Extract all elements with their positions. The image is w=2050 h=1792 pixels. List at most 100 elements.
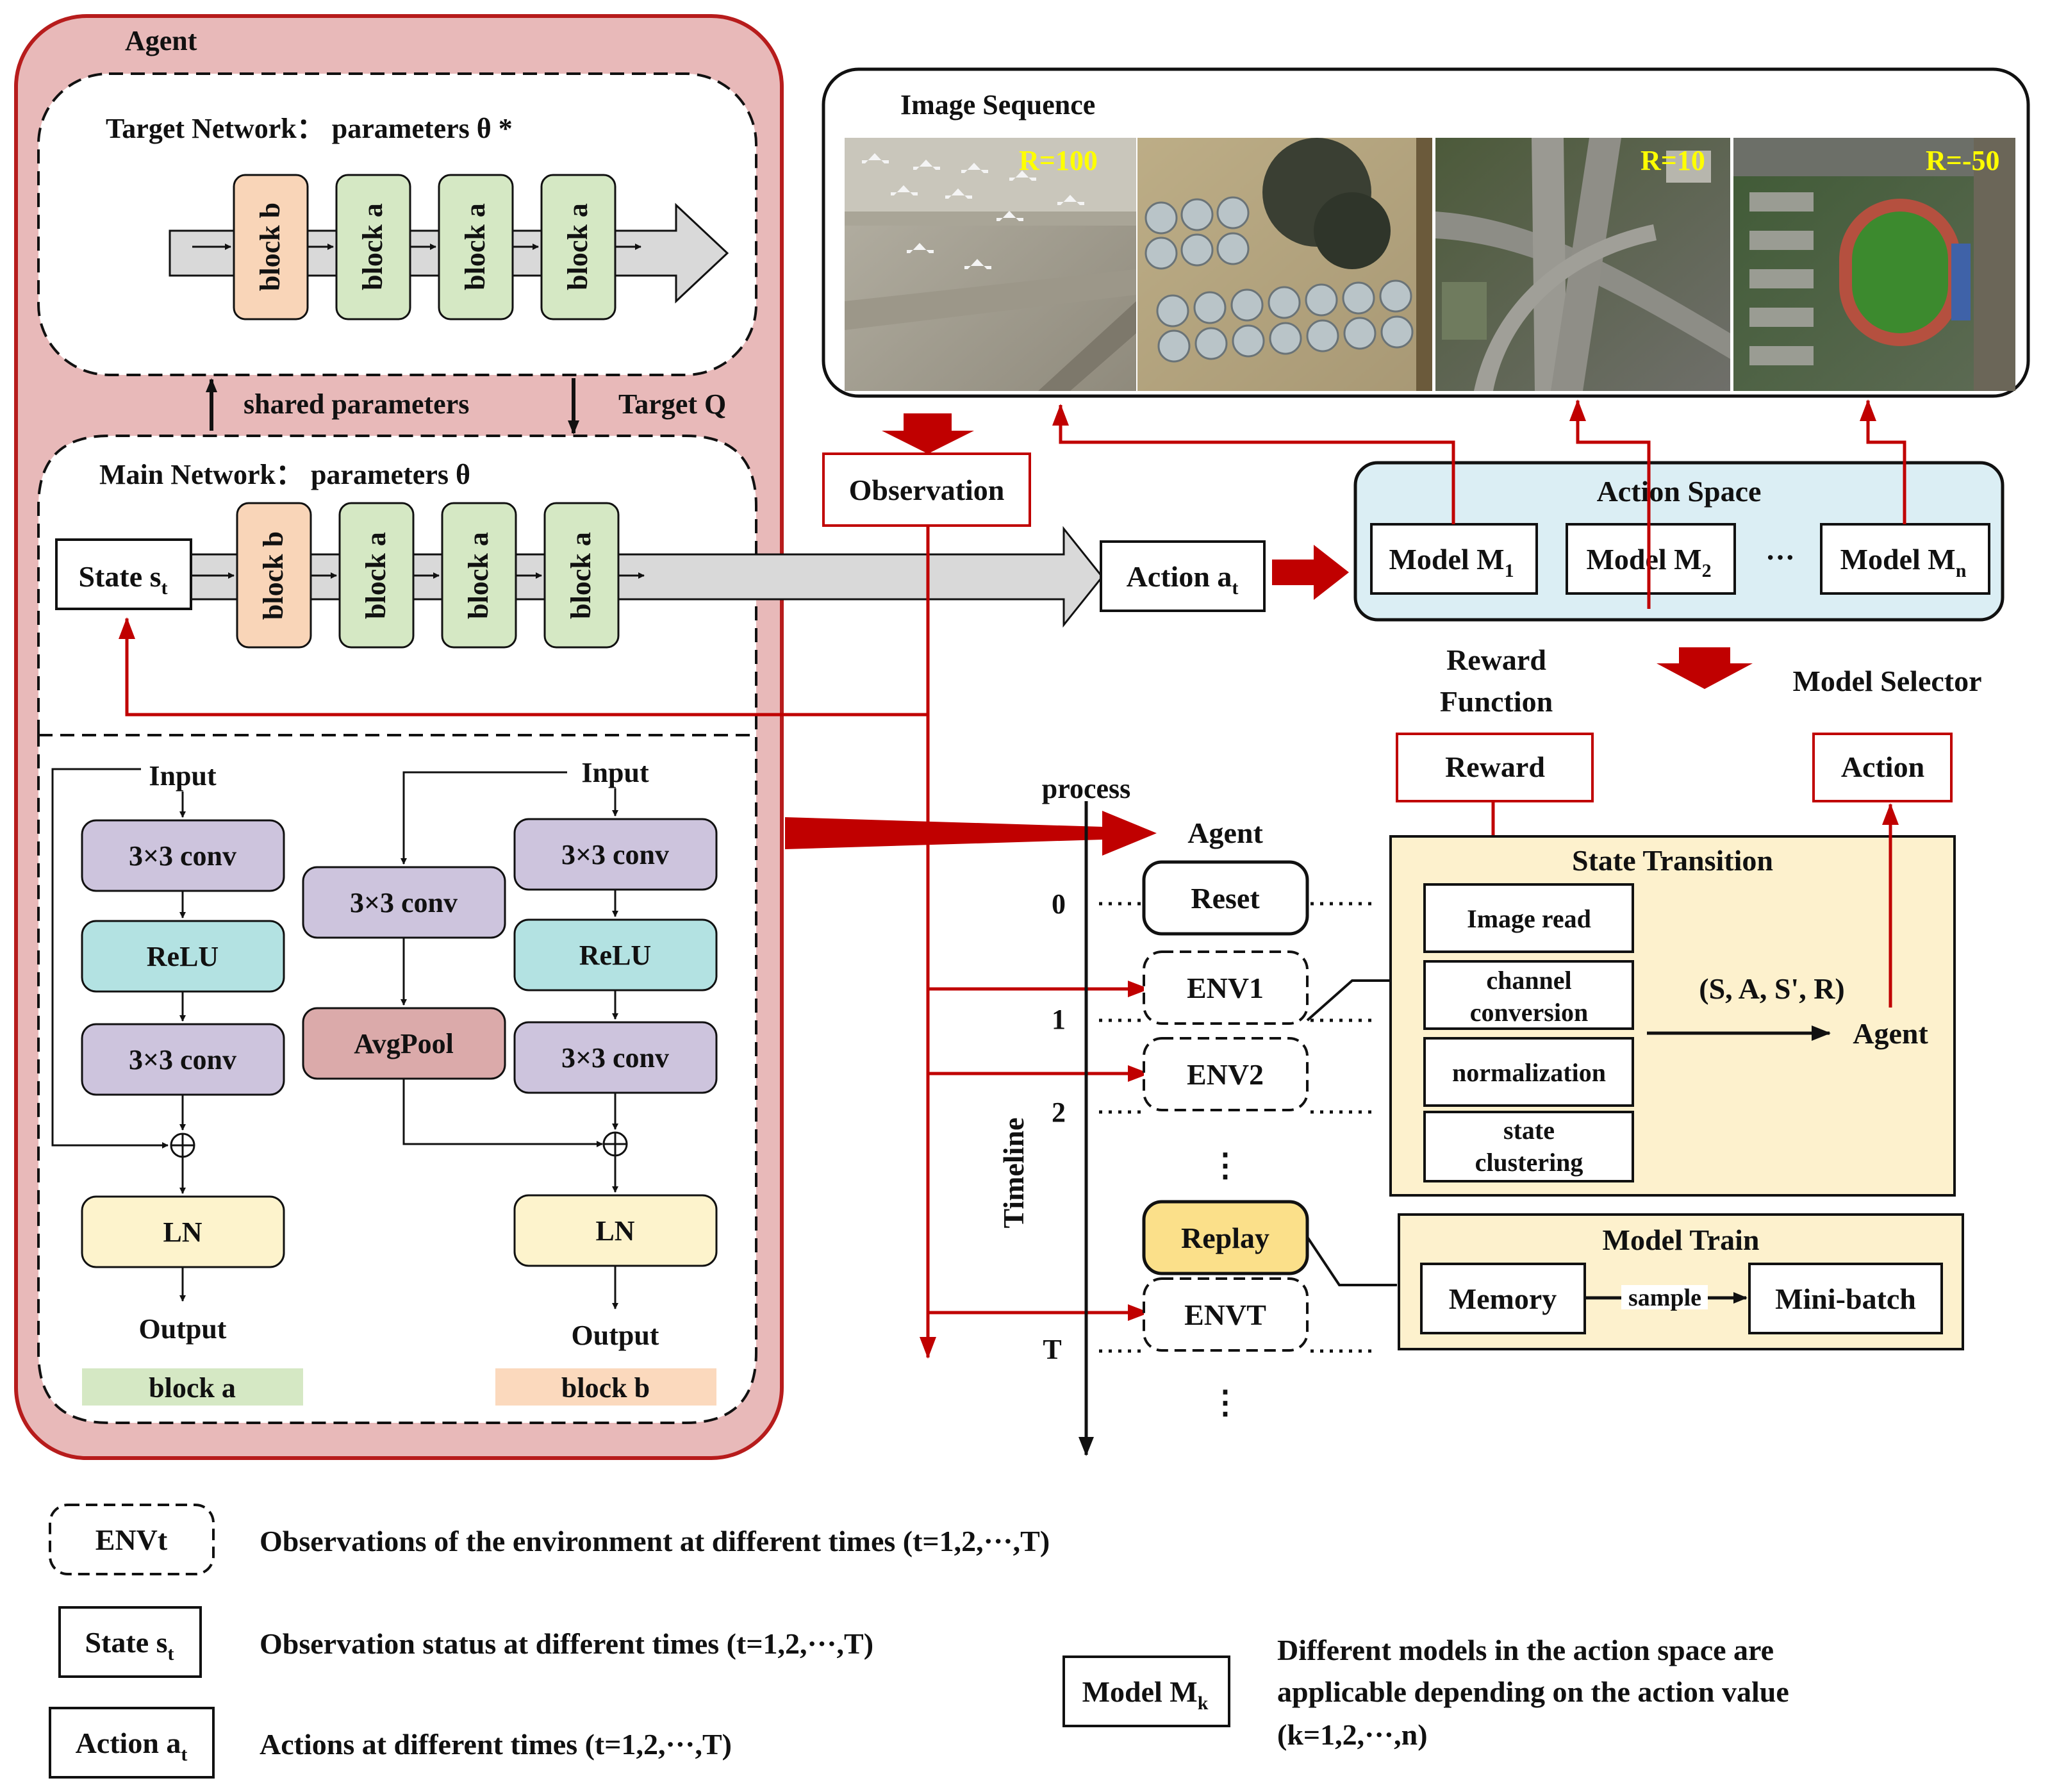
legend-model-box [1062,1655,1230,1727]
replay-to-train-line [1306,1236,1397,1286]
model-selector-label: Model Selector [1792,665,1981,697]
legend-state-desc: Observation status at different times (t… [260,1627,873,1660]
state-transition-title: State Transition [1572,844,1773,877]
process-big-arrow [785,811,1157,856]
block-b-detail: 3×3 conv AvgPool Input 3×3 conv ReLU 3×3… [302,757,718,1406]
svg-text:Image read: Image read [1467,904,1591,933]
svg-text:ENV2: ENV2 [1187,1058,1264,1091]
target-block-0: block b [233,174,309,320]
svg-text:block b: block b [254,203,286,291]
svg-text:block a: block a [459,203,491,290]
svg-text:Model Mk: Model Mk [1082,1675,1209,1714]
legend-model-desc-3: (k=1,2,···,n) [1277,1718,1428,1751]
image-sequence-title: Image Sequence [900,89,1095,120]
action-space-panel: Action Space Model M1 Model M2 ··· Model… [1353,461,2005,622]
tick-1: 1 [1052,1004,1066,1035]
step-image-read [1423,883,1634,953]
models-ellipsis: ··· [1765,541,1795,574]
reset-node: Reset [1142,860,1309,936]
legend: ENVt Observations of the environment at … [49,1504,1789,1779]
svg-text:Action: Action [1841,751,1924,783]
svg-text:Mini-batch: Mini-batch [1775,1282,1916,1315]
svg-text:Model Mn: Model Mn [1840,543,1967,581]
action-box: Action at [1100,540,1266,612]
legend-action-box [49,1707,215,1779]
shared-parameters-label: shared parameters [244,388,469,420]
svg-text:Model M1: Model M1 [1389,543,1514,581]
model-m2-image-arrow [1569,399,1651,609]
block-b-input-label: Input [581,757,649,788]
legend-env-desc: Observations of the environment at diffe… [260,1525,1050,1557]
svg-text:3×3 conv: 3×3 conv [350,887,458,918]
main-network-title: Main Network： parameters θ [99,459,470,490]
timeline: process Agent Timeline 0 1 2 T Reset ENV… [997,773,1371,1456]
svg-text:conversion: conversion [1470,998,1588,1027]
block-b-output-label: Output [572,1320,659,1351]
satellite-image-oil-tanks [1137,138,1432,391]
model-m1-image-arrow [1052,404,1455,524]
action-space-title: Action Space [1597,475,1762,508]
action-to-space-arrow [1272,545,1349,600]
model-train-panel: Model Train Memory sample Mini-batch [1398,1213,1964,1350]
step-channel-conversion [1423,960,1634,1030]
main-block-1: block a [338,502,415,649]
env1-to-transition-line [1306,979,1391,1022]
model-train-title: Model Train [1603,1224,1760,1256]
svg-text:normalization: normalization [1452,1058,1606,1087]
satellite-image-airport: R=100 [845,138,1136,391]
legend-state-box [58,1606,202,1678]
svg-text:ReLU: ReLU [579,940,651,971]
satellite-image-stadium: R=-50 [1733,138,2015,391]
reward-label-3: R=-50 [1926,145,2000,176]
model-m2-box: Model M2 [1566,523,1736,595]
step-normalization [1423,1037,1634,1107]
legend-env-box [49,1504,215,1575]
block-a-detail: Input 3×3 conv ReLU 3×3 conv LN Output b… [51,760,303,1406]
transition-agent: Agent [1853,1017,1928,1050]
svg-text:LN: LN [595,1215,634,1247]
target-q-label: Target Q [618,388,726,420]
tick-0: 0 [1052,888,1066,920]
state-box: State st [55,538,192,610]
svg-text:Action at: Action at [1127,560,1239,599]
svg-text:AvgPool: AvgPool [354,1028,454,1059]
svg-text:block a: block a [565,532,597,619]
timeline-agent-label: Agent [1187,817,1263,849]
main-block-2: block a [441,502,517,649]
minibatch-box [1748,1263,1943,1334]
reward-function-line2: Function [1440,685,1553,718]
svg-text:Reset: Reset [1191,882,1260,915]
timeline-axis-label: Timeline [997,1118,1030,1229]
svg-text:Action at: Action at [76,1727,188,1765]
block-a-output-label: Output [139,1313,227,1345]
reward-box: Reward [1396,733,1594,802]
observation-to-state-arrow [119,617,928,717]
action-output-box: Action [1812,733,1953,802]
block-b-caption: block b [561,1372,650,1404]
svg-text:Observation: Observation [849,474,1005,506]
tick-2: 2 [1052,1097,1066,1128]
svg-text:3×3 conv: 3×3 conv [129,840,236,872]
reward-function-line1: Reward [1446,643,1546,676]
svg-text:ReLU: ReLU [147,941,219,972]
block-a-caption: block a [149,1372,236,1404]
target-block-3: block a [540,174,616,320]
target-block-1: block a [335,174,411,320]
legend-model-desc-2: applicable depending on the action value [1277,1675,1789,1708]
svg-text:block a: block a [562,203,593,290]
svg-text:Memory: Memory [1449,1282,1557,1315]
legend-model-desc-1: Different models in the action space are [1277,1634,1774,1666]
agent-title: Agent [125,25,197,56]
svg-text:3×3 conv: 3×3 conv [129,1044,236,1075]
env1-node: ENV1 [1143,950,1309,1025]
transition-tuple: (S, A, S', R) [1699,972,1844,1005]
model-m1-box: Model M1 [1370,523,1538,595]
svg-text:Model M2: Model M2 [1586,543,1711,581]
sample-label: sample [1628,1284,1701,1311]
svg-text:block b: block b [258,531,289,620]
reward-label-2: R=10 [1641,145,1705,176]
model-mn-box: Model Mn [1820,523,1990,595]
model-mn-image-arrow [1860,399,1906,524]
target-network-title: Target Network： parameters θ * [106,113,513,144]
